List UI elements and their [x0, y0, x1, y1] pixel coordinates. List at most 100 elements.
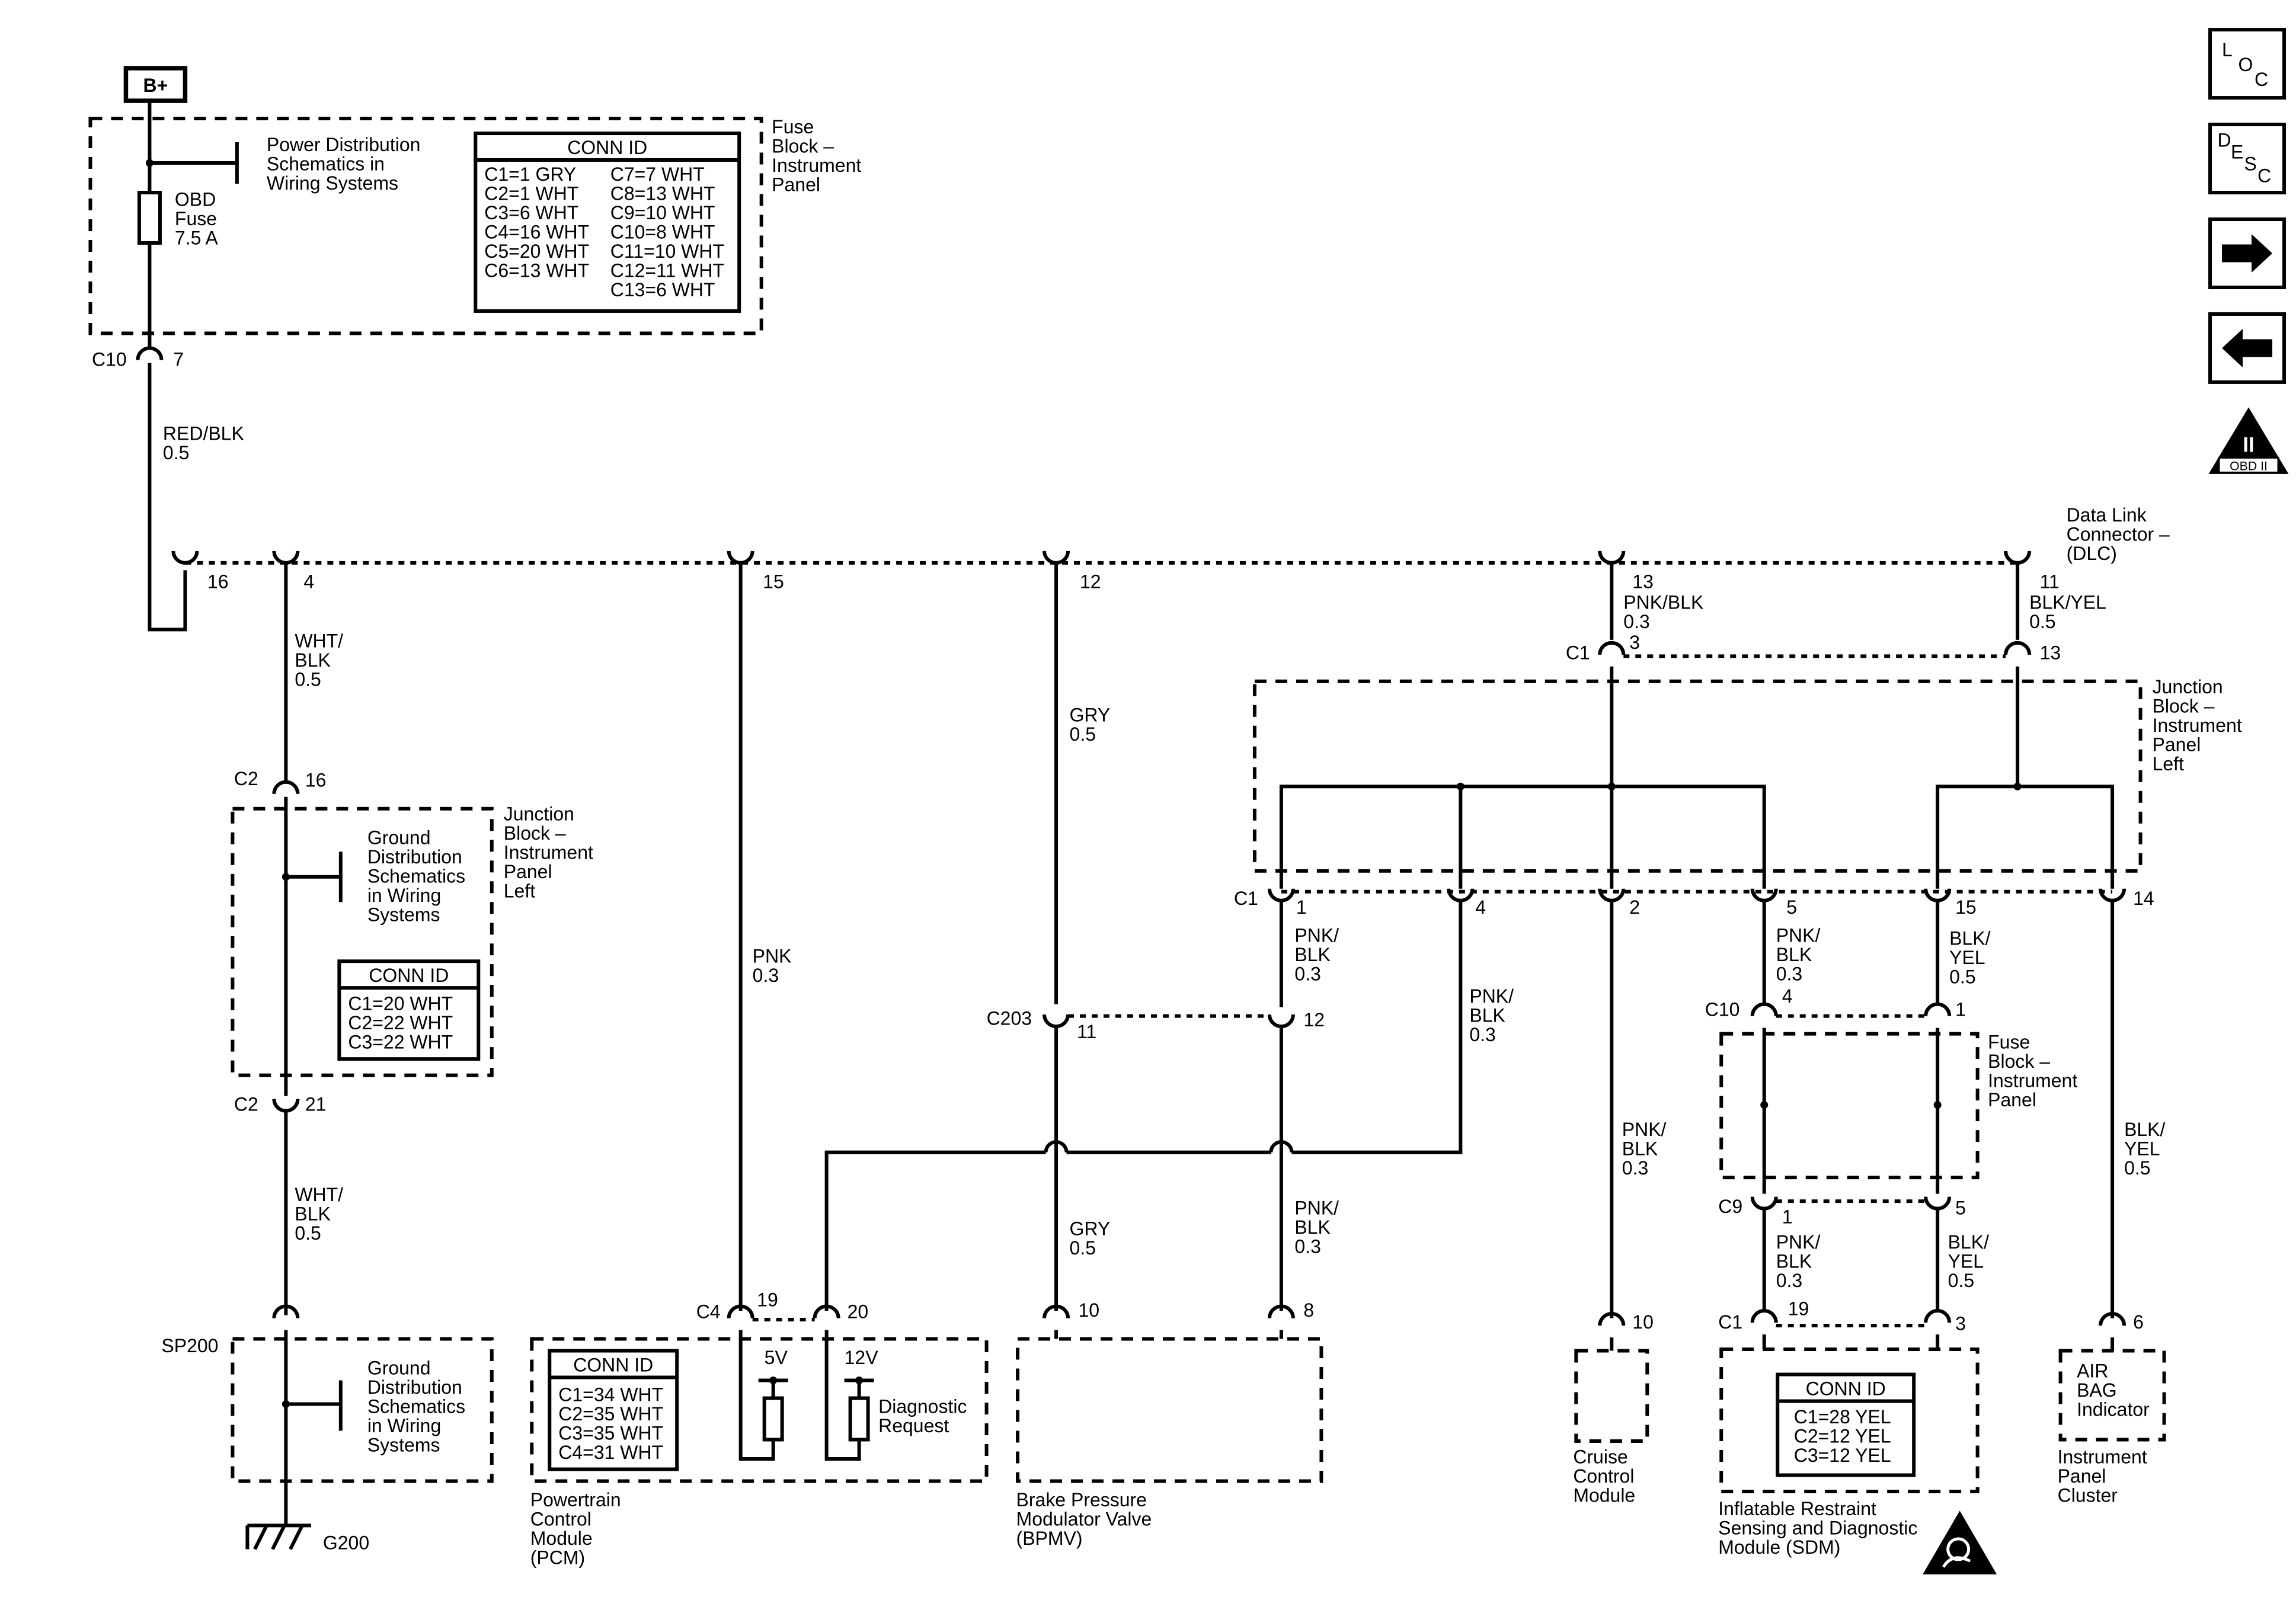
- svg-text:4: 4: [1475, 897, 1486, 918]
- arrow-left-icon: [2222, 328, 2273, 367]
- ground-g200-icon: G200: [245, 1523, 369, 1553]
- svg-text:16: 16: [207, 571, 229, 592]
- svg-text:CONN ID: CONN ID: [573, 1355, 653, 1376]
- svg-text:C4: C4: [696, 1301, 721, 1323]
- svg-text:OBD II: OBD II: [2230, 459, 2268, 473]
- svg-text:O: O: [2239, 54, 2253, 75]
- description-button[interactable]: D E S C: [2208, 123, 2287, 195]
- svg-text:10: 10: [1632, 1311, 1654, 1333]
- svg-text:G200: G200: [323, 1532, 369, 1553]
- fuse-block-title: Fuse: [772, 116, 814, 137]
- svg-text:15: 15: [1955, 897, 1977, 918]
- svg-text:5: 5: [1955, 1198, 1966, 1219]
- svg-text:6: 6: [2133, 1311, 2144, 1333]
- svg-text:C9: C9: [1718, 1196, 1742, 1217]
- previous-page-button[interactable]: [2208, 312, 2287, 384]
- connector-c1-jb-top: C1 3 13: [1566, 632, 2061, 663]
- resistor-12v-icon: [848, 1396, 870, 1442]
- svg-text:12: 12: [1080, 571, 1101, 592]
- svg-text:19: 19: [1788, 1298, 1809, 1320]
- svg-text:5V: 5V: [765, 1347, 788, 1368]
- obd-ii-icon: II OBD II: [2208, 407, 2289, 474]
- svg-text:C10: C10: [1705, 999, 1740, 1020]
- connector-c2-pin16: C2 16: [234, 768, 327, 794]
- svg-text:16: 16: [305, 769, 327, 790]
- connector-c4-pcm: C4 19 20: [696, 1289, 869, 1323]
- svg-text:C1: C1: [1234, 888, 1258, 909]
- dlc-pins: [171, 550, 2032, 565]
- svg-text:19: 19: [757, 1289, 778, 1311]
- svg-text:14: 14: [2133, 888, 2154, 909]
- connector-c203: C203 11 12: [987, 1008, 1325, 1042]
- svg-text:C1: C1: [1566, 642, 1590, 663]
- airbag-warning-icon: [1923, 1510, 1997, 1574]
- svg-text:B+: B+: [143, 75, 168, 96]
- connector-c10-pin7: C10 7: [92, 346, 184, 370]
- svg-text:12: 12: [1303, 1009, 1325, 1030]
- svg-text:L: L: [2222, 39, 2233, 60]
- svg-text:C10: C10: [92, 348, 127, 370]
- svg-text:C1: C1: [1718, 1311, 1742, 1333]
- connector-c1-jb-bottom: C1 1 4 2 5 15 14: [1234, 888, 2154, 918]
- svg-text:11: 11: [1077, 1021, 1096, 1042]
- svg-text:C: C: [2255, 69, 2268, 90]
- svg-text:II: II: [2243, 433, 2254, 456]
- location-button[interactable]: L O C: [2208, 28, 2287, 100]
- arrow-right-icon: [2222, 233, 2273, 273]
- svg-text:E: E: [2231, 142, 2243, 163]
- svg-text:S: S: [2244, 153, 2257, 175]
- next-page-button[interactable]: [2208, 217, 2287, 289]
- svg-text:1: 1: [1782, 1206, 1793, 1228]
- svg-text:CONN ID: CONN ID: [567, 137, 647, 158]
- svg-text:D: D: [2218, 130, 2231, 151]
- battery-positive-box: B+: [123, 66, 188, 103]
- svg-text:4: 4: [1782, 985, 1793, 1007]
- svg-text:C2: C2: [234, 768, 258, 789]
- svg-text:C2: C2: [234, 1094, 258, 1115]
- svg-text:20: 20: [848, 1301, 869, 1323]
- svg-text:1: 1: [1296, 897, 1307, 918]
- svg-text:3: 3: [1955, 1313, 1966, 1334]
- svg-text:13: 13: [1632, 571, 1654, 592]
- svg-text:7: 7: [173, 348, 184, 370]
